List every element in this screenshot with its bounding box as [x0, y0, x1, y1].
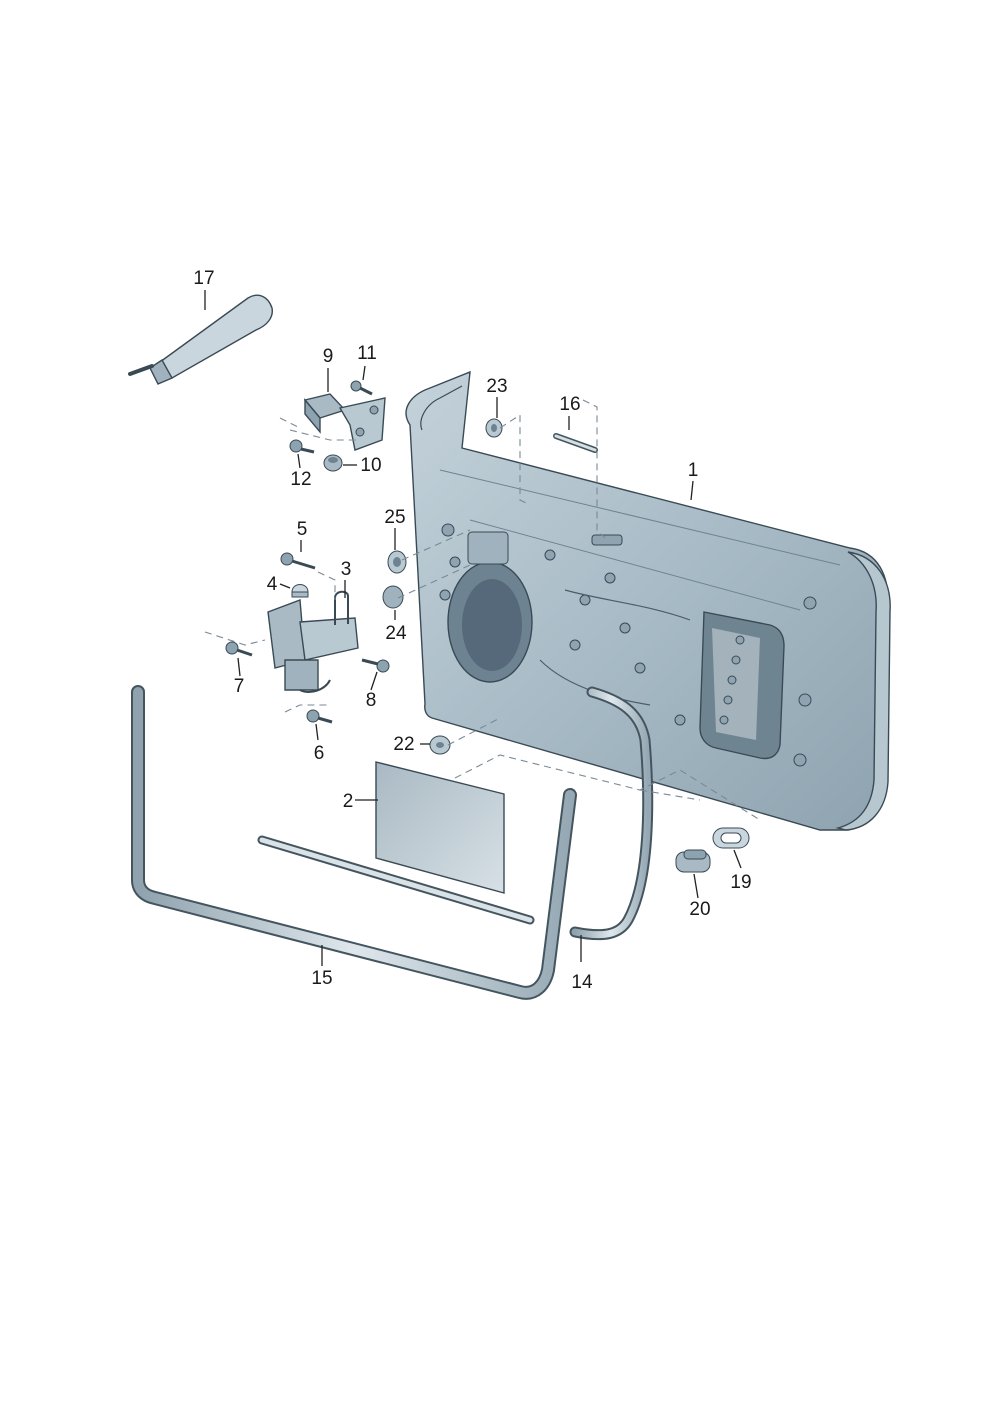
grommet: [387, 550, 407, 574]
upper-hinge: [303, 393, 386, 451]
bolt: [361, 658, 390, 673]
sealant-tube: [128, 294, 273, 385]
callout-5: 5: [297, 519, 308, 540]
callout-16: 16: [559, 394, 580, 415]
pin: [553, 433, 598, 453]
grommet: [429, 735, 451, 755]
callout-6: 6: [314, 743, 325, 764]
bolt: [350, 380, 373, 396]
callout-8: 8: [366, 690, 377, 711]
bolt: [225, 641, 253, 657]
callout-9: 9: [323, 346, 334, 367]
callout-15: 15: [311, 968, 332, 989]
grommet: [485, 418, 503, 438]
bolt: [306, 709, 333, 724]
bolt: [280, 552, 316, 570]
insulation-panel: [375, 761, 505, 894]
callout-10: 10: [360, 455, 381, 476]
callout-1: 1: [688, 460, 699, 481]
callout-14: 14: [571, 972, 593, 993]
cap: [291, 584, 309, 598]
callout-12: 12: [290, 469, 311, 490]
leader-lines: [204, 290, 742, 966]
callout-20: 20: [689, 899, 710, 920]
callout-25: 25: [384, 507, 405, 528]
plug: [382, 585, 404, 609]
door-inner-panel: [405, 370, 891, 831]
assembly-guide-lines: [204, 399, 761, 821]
callout-17: 17: [193, 268, 214, 289]
grommet-ring: [712, 827, 750, 849]
callout-24: 24: [385, 623, 407, 644]
callout-23: 23: [486, 376, 507, 397]
callout-22: 22: [393, 734, 414, 755]
callout-3: 3: [341, 559, 352, 580]
bolt: [289, 439, 315, 454]
callout-2: 2: [343, 791, 354, 812]
callout-19: 19: [730, 872, 751, 893]
callout-7: 7: [234, 676, 245, 697]
cover-cap: [675, 849, 711, 873]
lower-hinge: [267, 590, 359, 693]
callout-labels: 1 2 3 4 5 6 7 8 9 10 11 12 14 15 16 17 1…: [193, 268, 751, 993]
callout-11: 11: [357, 343, 377, 364]
callout-4: 4: [267, 574, 278, 595]
nut: [323, 454, 343, 472]
